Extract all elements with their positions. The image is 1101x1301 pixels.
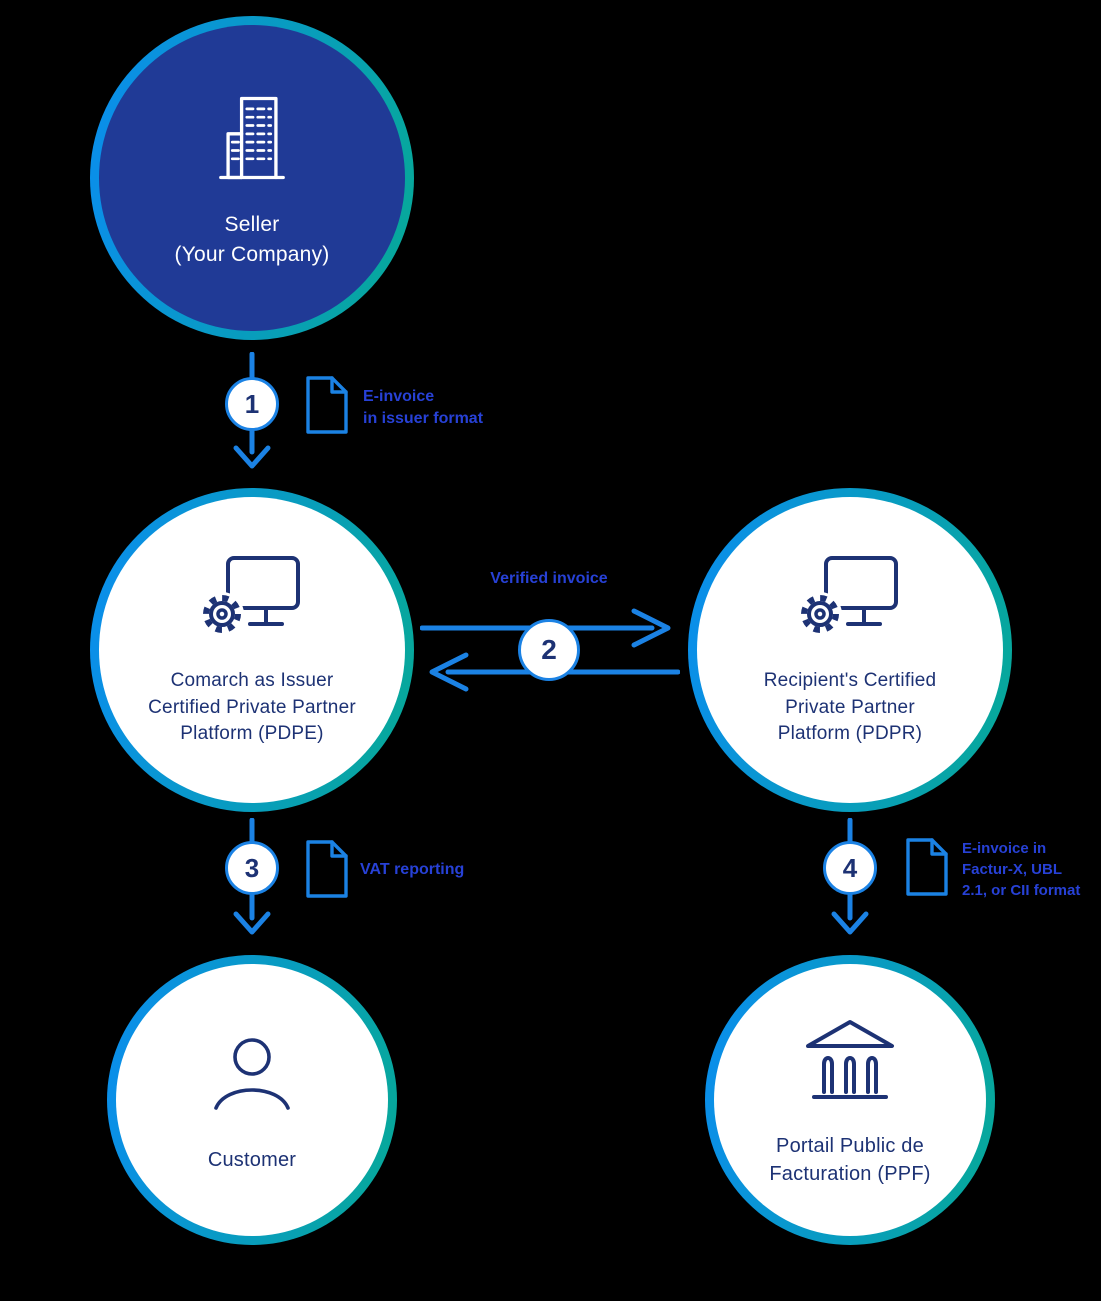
pdpe-node: Comarch as Issuer Certified Private Part… (90, 488, 414, 812)
customer-node: Customer (107, 955, 397, 1245)
step4-label: E-invoice in Factur-X, UBL 2.1, or CII f… (962, 840, 1081, 899)
step1-label: E-invoice in issuer format (363, 388, 484, 428)
building-icon (219, 97, 285, 180)
document-icon (306, 376, 348, 434)
customer-label: Customer (207, 1148, 297, 1171)
person-icon (214, 1037, 290, 1110)
document-icon (906, 838, 948, 896)
step2-number: 2 (541, 634, 557, 665)
step4-number: 4 (842, 852, 858, 883)
step1-badge: 1 (225, 377, 279, 431)
step3-label: VAT reporting (360, 861, 465, 878)
bank-icon (806, 1019, 894, 1099)
step3-number: 3 (244, 852, 260, 883)
document-icon (306, 840, 348, 898)
seller-label: Seller (Your Company) (174, 213, 330, 266)
seller-node: Seller (Your Company) (90, 16, 414, 340)
ppf-circle: Portail Public de Facturation (PPF) (714, 964, 986, 1236)
customer-circle: Customer (116, 964, 388, 1236)
pdpr-node: Recipient's Certified Private Partner Pl… (688, 488, 1012, 812)
step2-badge: 2 (518, 619, 580, 681)
monitor-gear-icon (200, 555, 300, 636)
ppf-node: Portail Public de Facturation (PPF) (705, 955, 995, 1245)
step4-badge: 4 (823, 841, 877, 895)
pdpe-label: Comarch as Issuer Certified Private Part… (148, 669, 356, 745)
step1-number: 1 (244, 388, 260, 419)
seller-circle: Seller (Your Company) (99, 25, 405, 331)
monitor-gear-icon (798, 555, 898, 636)
step3-badge: 3 (225, 841, 279, 895)
pdpr-circle: Recipient's Certified Private Partner Pl… (697, 497, 1003, 803)
pdpr-label: Recipient's Certified Private Partner Pl… (763, 669, 937, 745)
ppf-label: Portail Public de Facturation (PPF) (769, 1134, 931, 1185)
step2-label: Verified invoice (490, 570, 608, 587)
pdpe-circle: Comarch as Issuer Certified Private Part… (99, 497, 405, 803)
